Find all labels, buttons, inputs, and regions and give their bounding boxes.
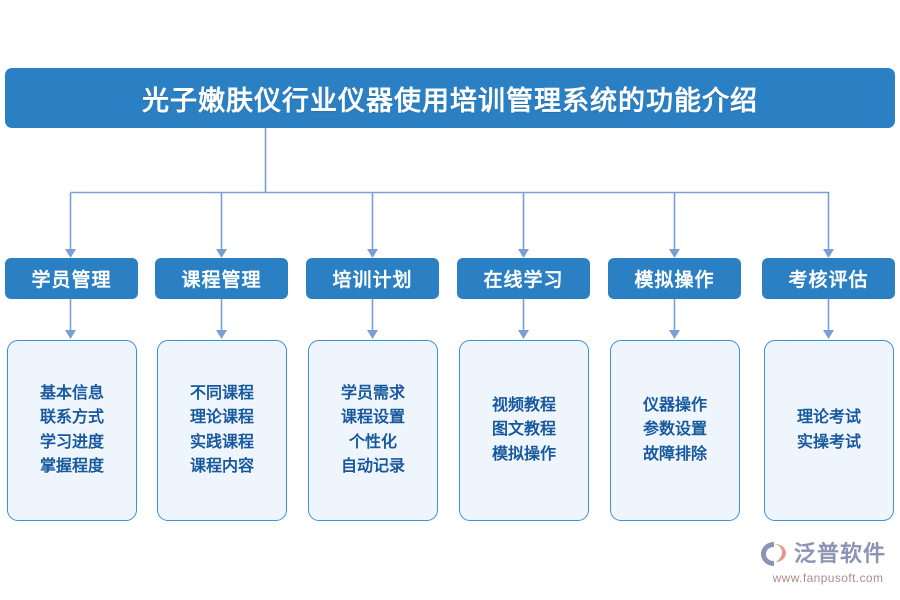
arrowhead-detail-0: [65, 330, 76, 339]
detail-line: 课程内容: [189, 457, 254, 475]
arrowhead-detail-4: [669, 330, 680, 339]
detail-line: 不同课程: [189, 384, 254, 402]
detail-list-0: 基本信息联系方式学习进度掌握程度: [40, 382, 104, 479]
detail-box-4: 仪器操作参数设置故障排除: [610, 340, 740, 521]
detail-box-3: 视频教程图文教程模拟操作: [459, 340, 589, 521]
arrowhead-category-3: [518, 249, 529, 258]
detail-line: 故障排除: [642, 445, 707, 463]
detail-list-3: 视频教程图文教程模拟操作: [492, 394, 556, 467]
detail-line: 学员需求: [340, 384, 405, 402]
detail-line: 联系方式: [39, 409, 104, 427]
arrowhead-category-4: [669, 249, 680, 258]
category-box-1[interactable]: 课程管理: [155, 258, 288, 299]
category-label-4: 模拟操作: [634, 270, 715, 291]
detail-box-5: 理论考试实操考试: [764, 340, 894, 521]
arrowhead-detail-5: [823, 330, 834, 339]
detail-line: 仪器操作: [642, 397, 707, 415]
category-label-1: 课程管理: [181, 270, 262, 291]
category-box-2[interactable]: 培训计划: [306, 258, 439, 299]
arrowhead-detail-1: [216, 330, 227, 339]
category-label-3: 在线学习: [483, 270, 564, 291]
category-label-5: 考核评估: [788, 270, 869, 291]
detail-line: 理论考试: [796, 409, 861, 427]
watermark-logo: 泛普软件 www.fanpusoft.com: [760, 540, 896, 592]
detail-line: 视频教程: [491, 397, 556, 415]
detail-line: 图文教程: [491, 421, 556, 439]
arrowhead-category-2: [367, 249, 378, 258]
category-label-2: 培训计划: [332, 270, 413, 291]
detail-line: 实践课程: [189, 433, 254, 451]
detail-line: 模拟操作: [491, 445, 556, 463]
logo-row: 泛普软件: [760, 540, 896, 568]
detail-line: 基本信息: [39, 384, 104, 402]
fanpu-logo-icon: [761, 542, 786, 566]
detail-line: 课程设置: [340, 409, 405, 427]
detail-line: 理论课程: [189, 409, 254, 427]
category-box-4[interactable]: 模拟操作: [608, 258, 741, 299]
arrowhead-category-1: [216, 249, 227, 258]
detail-line: 个性化: [348, 433, 397, 451]
detail-line: 掌握程度: [39, 457, 104, 475]
detail-list-2: 学员需求课程设置个性化自动记录: [341, 382, 405, 479]
detail-box-1: 不同课程理论课程实践课程课程内容: [157, 340, 287, 521]
detail-line: 学习进度: [39, 433, 104, 451]
detail-line: 自动记录: [340, 457, 405, 475]
category-box-0[interactable]: 学员管理: [5, 258, 138, 299]
diagram-title-banner: 光子嫩肤仪行业仪器使用培训管理系统的功能介绍: [5, 68, 895, 128]
detail-box-2: 学员需求课程设置个性化自动记录: [308, 340, 438, 521]
arrowhead-detail-2: [367, 330, 378, 339]
arrowhead-category-0: [65, 249, 76, 258]
detail-list-1: 不同课程理论课程实践课程课程内容: [190, 382, 254, 479]
logo-brand-name: 泛普软件: [794, 541, 887, 566]
detail-list-5: 理论考试实操考试: [797, 406, 861, 455]
diagram-title: 光子嫩肤仪行业仪器使用培训管理系统的功能介绍: [142, 85, 758, 116]
detail-box-0: 基本信息联系方式学习进度掌握程度: [7, 340, 137, 521]
arrowhead-detail-3: [518, 330, 529, 339]
category-box-3[interactable]: 在线学习: [457, 258, 590, 299]
logo-url: www.fanpusoft.com: [772, 571, 884, 585]
detail-list-4: 仪器操作参数设置故障排除: [643, 394, 707, 467]
arrowhead-category-5: [823, 249, 834, 258]
category-label-0: 学员管理: [31, 270, 112, 291]
detail-line: 参数设置: [642, 421, 707, 439]
category-box-5[interactable]: 考核评估: [762, 258, 895, 299]
detail-line: 实操考试: [796, 433, 861, 451]
